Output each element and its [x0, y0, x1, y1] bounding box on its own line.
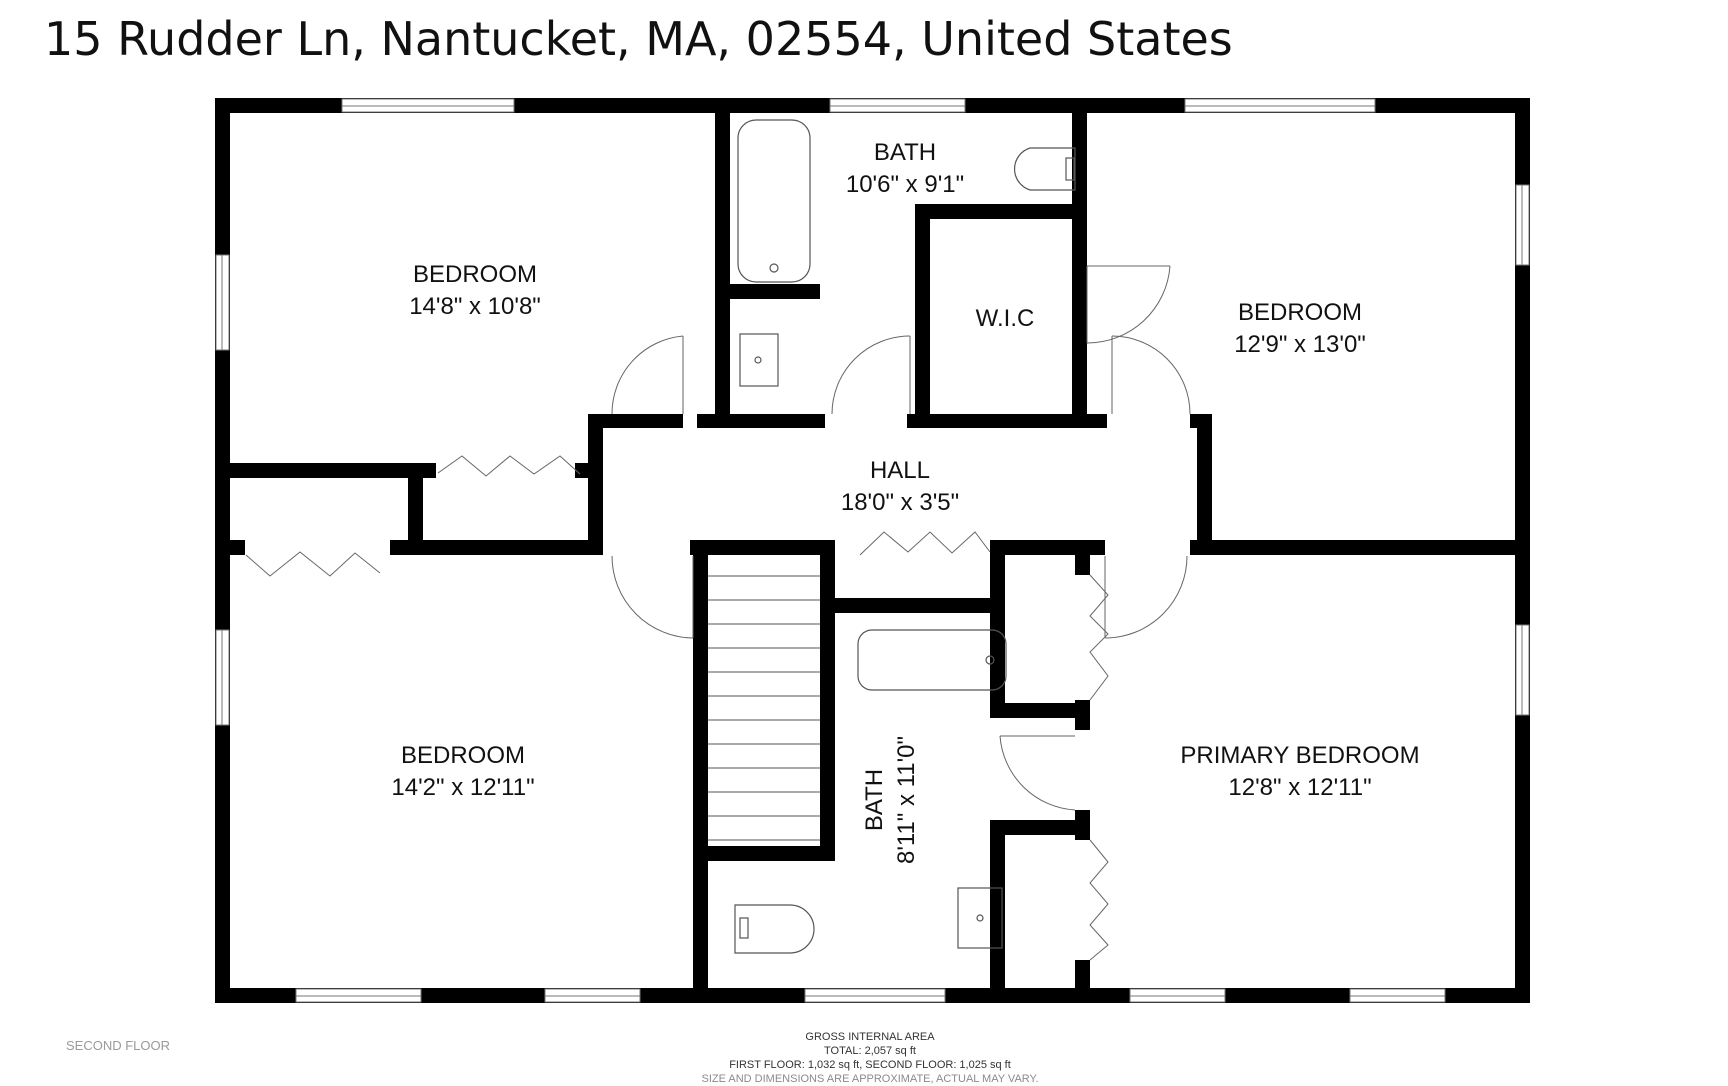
- bathtub-icon: [857, 629, 1007, 691]
- room-dimensions: 12'9" x 13'0": [1234, 331, 1366, 358]
- room-dimensions: 14'8" x 10'8": [409, 293, 541, 320]
- staircase: [708, 575, 820, 841]
- area-heading: GROSS INTERNAL AREA: [805, 1031, 935, 1043]
- interior-walls: [215, 98, 1530, 1000]
- room-dimensions: 10'6" x 9'1": [846, 171, 964, 198]
- sink-icon: [739, 333, 779, 387]
- toilet-icon: [734, 904, 815, 954]
- floor-name: SECOND FLOOR: [66, 1038, 171, 1053]
- gross-area-summary: GROSS INTERNAL AREA TOTAL: 2,057 sq ft F…: [640, 1030, 1100, 1086]
- door-swings: [245, 265, 1191, 961]
- room-name: BEDROOM: [1238, 299, 1362, 326]
- room-name: BEDROOM: [401, 742, 525, 769]
- bathtub-icon: [737, 119, 811, 283]
- room-name: BATH: [874, 139, 936, 166]
- area-disclaimer: SIZE AND DIMENSIONS ARE APPROXIMATE, ACT…: [701, 1073, 1039, 1085]
- room-dimensions: 18'0" x 3'5": [841, 489, 959, 516]
- room-name: HALL: [870, 457, 930, 484]
- address-title: 15 Rudder Ln, Nantucket, MA, 02554, Unit…: [44, 12, 1233, 66]
- room-name: W.I.C: [976, 305, 1035, 332]
- room-name: PRIMARY BEDROOM: [1180, 742, 1419, 769]
- room-dimensions: 8'11" x 11'0": [893, 736, 920, 864]
- room-dimensions: 14'2" x 12'11": [391, 774, 534, 801]
- room-dimensions: 12'8" x 12'11": [1228, 774, 1371, 801]
- toilet-icon: [1014, 147, 1076, 191]
- room-name: BEDROOM: [413, 261, 537, 288]
- fixtures: [734, 119, 1076, 954]
- room-name: BATH: [861, 769, 888, 831]
- area-floors: FIRST FLOOR: 1,032 sq ft, SECOND FLOOR: …: [729, 1059, 1011, 1071]
- room-labels: BEDROOM 14'8" x 10'8" BATH 10'6" x 9'1" …: [391, 139, 1419, 864]
- sink-icon: [957, 887, 1003, 949]
- area-total: TOTAL: 2,057 sq ft: [824, 1045, 916, 1057]
